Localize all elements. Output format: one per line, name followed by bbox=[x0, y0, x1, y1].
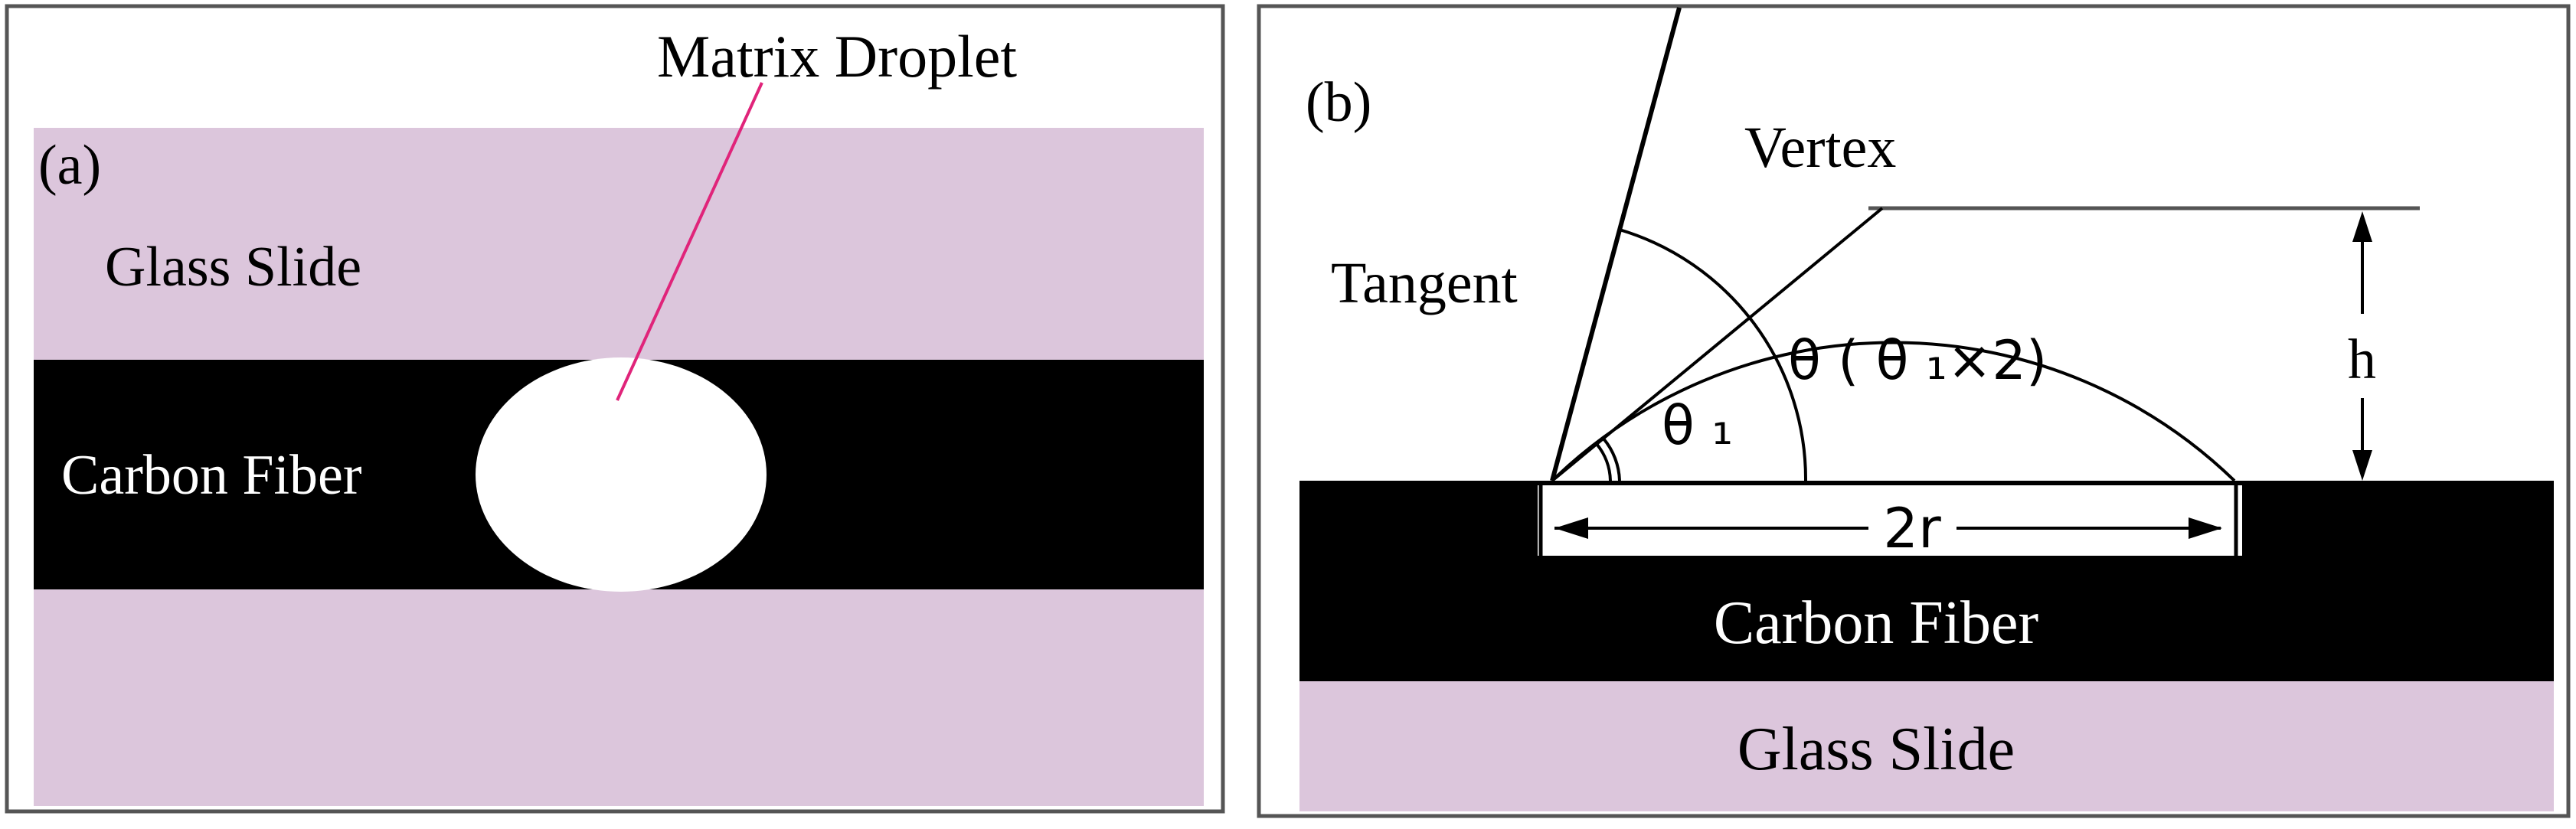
glass-slide-label-b: Glass Slide bbox=[1737, 716, 2015, 783]
carbon-fiber-label-b: Carbon Fiber bbox=[1714, 589, 2038, 657]
height-dim-arrow-bottom bbox=[2352, 450, 2372, 481]
theta-label: θ ( θ ₁×2) bbox=[1788, 329, 2047, 392]
theta1-arc-inner bbox=[1595, 442, 1612, 481]
base-width-label: 2r bbox=[1883, 496, 1941, 560]
theta1-label: θ ₁ bbox=[1662, 394, 1733, 457]
droplet-outline-b bbox=[1551, 341, 2236, 482]
glass-slide-b bbox=[1299, 681, 2554, 811]
base-dim-arrow-right bbox=[2189, 517, 2222, 539]
panel-a: Matrix Droplet (a) Glass Slide Carbon Fi… bbox=[5, 4, 1225, 814]
base-dimension-box bbox=[1538, 485, 2242, 556]
theta-arc bbox=[1619, 228, 1808, 481]
height-dim-arrow-top bbox=[2352, 211, 2372, 242]
theta1-arc-outer bbox=[1602, 437, 1621, 481]
panel-b-label: (b) bbox=[1306, 71, 1371, 134]
chord-line bbox=[1551, 207, 1884, 482]
tangent-line bbox=[1550, 7, 1682, 481]
carbon-fiber-label-a: Carbon Fiber bbox=[61, 444, 362, 507]
base-dim-arrow-left bbox=[1554, 517, 1588, 539]
matrix-droplet-label: Matrix Droplet bbox=[657, 23, 1017, 90]
droplet-leader-line bbox=[616, 82, 763, 401]
glass-slide-label-a: Glass Slide bbox=[105, 236, 361, 299]
height-label: h bbox=[2348, 328, 2376, 391]
matrix-droplet-a bbox=[476, 357, 767, 592]
panel-b: (b) Vertex Tangent θ ( θ ₁×2) θ ₁ h 2r C… bbox=[1257, 4, 2571, 818]
tangent-label: Tangent bbox=[1331, 251, 1518, 315]
panel-a-label: (a) bbox=[38, 134, 101, 197]
vertex-label: Vertex bbox=[1744, 116, 1896, 180]
